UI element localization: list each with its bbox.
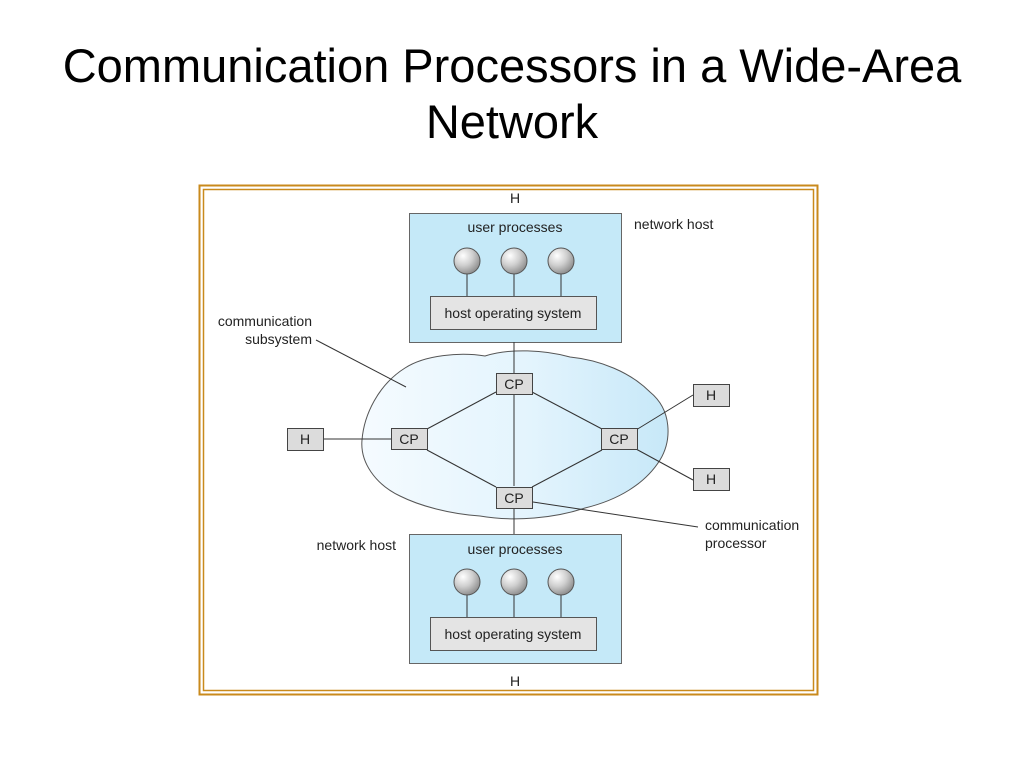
cp-right-label: CP [609, 431, 628, 447]
top-host-node-label: H [510, 190, 520, 206]
connection-lines [315, 274, 699, 617]
host-node-right-bottom [693, 468, 730, 491]
top-host-os-box [430, 296, 597, 330]
link-cp-right-to-host-top [635, 394, 694, 431]
link-cp-top-to-cp-left [426, 391, 497, 430]
processor-callout-line-1: communication [705, 517, 799, 533]
callout-processor-leader [532, 501, 699, 528]
cp-node-top [496, 373, 533, 395]
link-cp-right-to-cp-bottom [531, 449, 603, 488]
host-right-top-label: H [706, 387, 716, 403]
user-process-top-2 [500, 247, 528, 275]
cp-node-right [601, 428, 638, 450]
cp-left-label: CP [399, 431, 418, 447]
subsystem-callout-line-1: communication [218, 313, 312, 329]
processor-callout-line-2: processor [705, 535, 767, 551]
cp-node-left [391, 428, 428, 450]
callout-subsystem-leader [315, 339, 407, 388]
communication-subsystem-cloud [361, 350, 669, 520]
bottom-host-side-label: network host [317, 537, 396, 553]
bottom-host-box-label: user processes [468, 541, 563, 557]
user-process-bottom-2 [500, 568, 528, 596]
diagram-frame-inner [202, 188, 815, 692]
top-host-side-label: network host [634, 216, 713, 232]
bottom-host-os-label: host operating system [445, 626, 582, 642]
link-cp-right-to-host-bottom [635, 448, 694, 481]
host-node-right-top [693, 384, 730, 407]
link-cp-top-to-cp-right [531, 391, 603, 430]
user-process-bottom-1 [453, 568, 481, 596]
bottom-host-os-box [430, 617, 597, 651]
user-process-top-1 [453, 247, 481, 275]
bottom-host-node-label: H [510, 673, 520, 689]
top-host-box-label: user processes [468, 219, 563, 235]
slide-title: Communication Processors in a Wide-Area … [62, 39, 962, 148]
subsystem-callout-line-2: subsystem [245, 331, 312, 347]
user-process-top-3 [547, 247, 575, 275]
cp-bottom-label: CP [504, 490, 523, 506]
cp-top-label: CP [504, 376, 523, 392]
user-process-bottom-3 [547, 568, 575, 596]
host-right-bottom-label: H [706, 471, 716, 487]
cp-node-bottom [496, 487, 533, 509]
host-left-label: H [300, 431, 310, 447]
top-host-os-label: host operating system [445, 305, 582, 321]
host-node-left [287, 428, 324, 451]
link-cp-left-to-cp-bottom [426, 449, 497, 488]
